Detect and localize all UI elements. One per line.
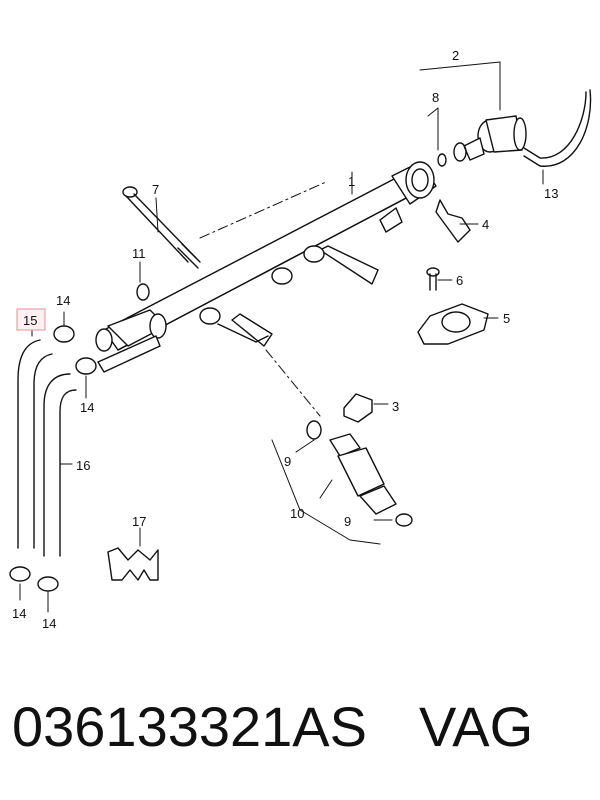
callout-labels: 1 2 3 4 5 6 7 8 9 9 10 11 13 14 14 14 14… [12, 48, 558, 631]
fuel-injector [306, 420, 413, 527]
hose-holder [107, 547, 159, 581]
o-ring-8 [437, 153, 447, 167]
label-9-upper: 9 [284, 454, 291, 469]
fuel-hose-16 [43, 373, 77, 557]
fuel-hose-15 [17, 339, 53, 549]
part-caption: 036133321AS VAG [12, 694, 592, 774]
label-3: 3 [392, 399, 399, 414]
label-14-middle: 14 [80, 400, 94, 415]
label-14-bottom-right: 14 [42, 616, 56, 631]
label-10: 10 [290, 506, 304, 521]
label-5: 5 [503, 311, 510, 326]
washer-11 [136, 283, 150, 301]
label-9-lower: 9 [344, 514, 351, 529]
label-16: 16 [76, 458, 90, 473]
label-13: 13 [544, 186, 558, 201]
screw [426, 267, 440, 291]
label-1: 1 [348, 174, 355, 189]
pressure-regulator [453, 115, 527, 162]
highlight-box-15 [16, 308, 46, 331]
leader-lines [19, 61, 544, 613]
fuel-rail [95, 161, 437, 352]
label-14-top: 14 [56, 293, 70, 308]
part-number: 036133321AS [12, 695, 368, 758]
label-8: 8 [432, 90, 439, 105]
rail-connection-fitting [97, 309, 167, 373]
hose-clamps [9, 325, 97, 592]
injector-cups [199, 245, 379, 347]
label-6: 6 [456, 273, 463, 288]
retaining-clip [435, 199, 471, 243]
label-15: 15 [23, 313, 37, 328]
brand-name: VAG [419, 695, 534, 758]
bracket [417, 303, 489, 345]
label-7: 7 [152, 182, 159, 197]
label-14-bottom-left: 14 [12, 606, 26, 621]
label-4: 4 [482, 217, 489, 232]
label-11: 11 [132, 246, 146, 261]
bolt [122, 186, 201, 269]
vacuum-hose [523, 89, 592, 167]
label-2: 2 [452, 48, 459, 63]
label-17: 17 [132, 514, 146, 529]
injector-clip [343, 393, 373, 423]
